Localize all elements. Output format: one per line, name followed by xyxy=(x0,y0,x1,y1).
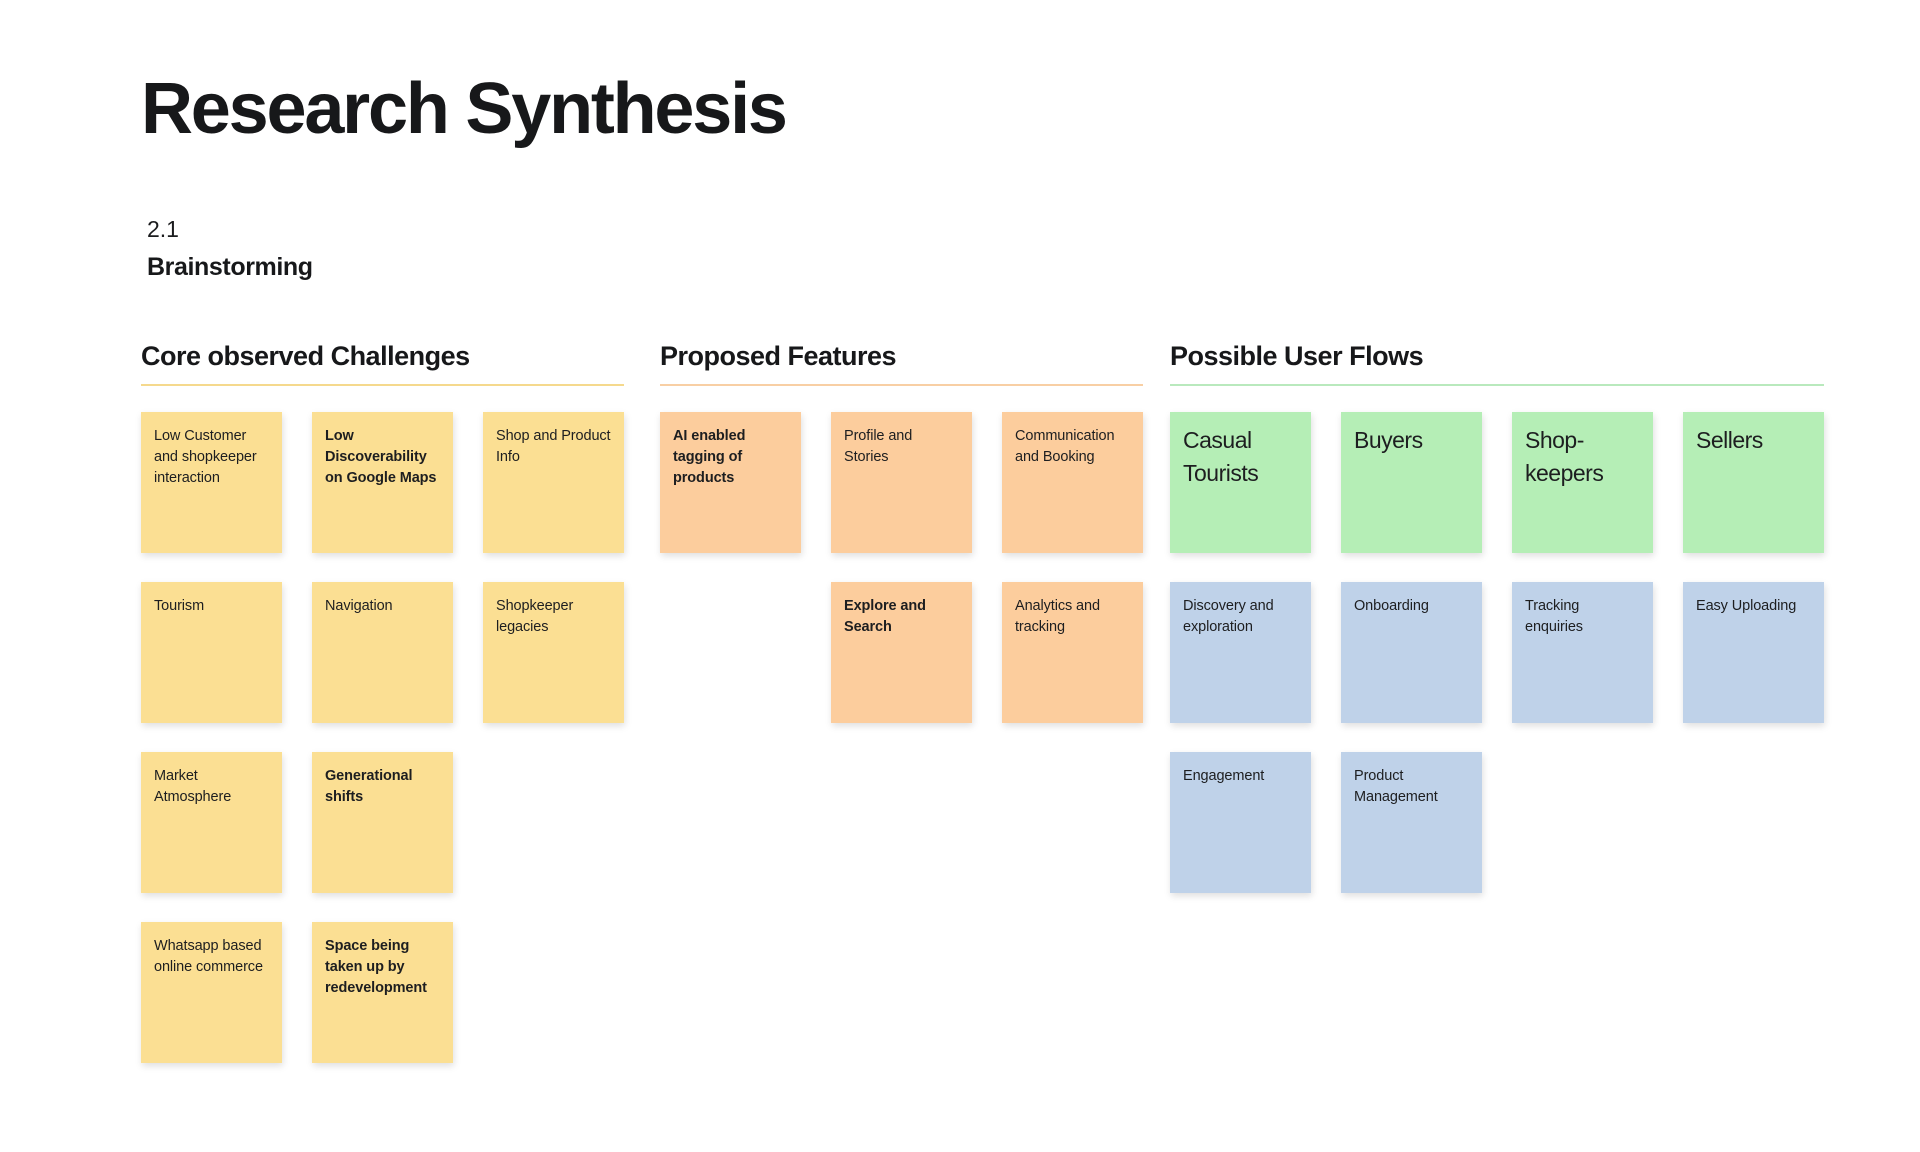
sticky-note[interactable]: Easy Uploading xyxy=(1683,582,1824,723)
column-heading: Core observed Challenges xyxy=(141,341,470,371)
page-title: Research Synthesis xyxy=(141,69,788,149)
empty-slot xyxy=(1512,752,1653,893)
sticky-note[interactable]: Onboarding xyxy=(1341,582,1482,723)
sticky-note[interactable]: Low Discoverability on Google Maps xyxy=(312,412,453,553)
column-divider xyxy=(141,384,624,387)
sticky-note[interactable]: Low Customer and shopkeeper interaction xyxy=(141,412,282,553)
empty-slot xyxy=(483,752,624,893)
empty-slot xyxy=(660,582,801,723)
section-number: 2.1 xyxy=(147,216,179,242)
sticky-note[interactable]: Communication and Booking xyxy=(1002,412,1143,553)
sticky-note[interactable]: Tourism xyxy=(141,582,282,723)
column-heading: Possible User Flows xyxy=(1170,341,1424,371)
sticky-note[interactable]: Space being taken up by redevelopment xyxy=(312,922,453,1063)
sticky-note[interactable]: Generational shifts xyxy=(312,752,453,893)
column-divider xyxy=(660,384,1143,387)
sticky-note[interactable]: Discovery and exploration xyxy=(1170,582,1311,723)
sticky-note[interactable]: AI enabled tagging of products xyxy=(660,412,801,553)
empty-slot xyxy=(1683,752,1824,893)
sticky-note[interactable]: Engagement xyxy=(1170,752,1311,893)
sticky-note[interactable]: Explore and Search xyxy=(831,582,972,723)
sticky-note[interactable]: Shop-keepers xyxy=(1512,412,1653,553)
sticky-note[interactable]: Market Atmosphere xyxy=(141,752,282,893)
sticky-note[interactable]: Profile and Stories xyxy=(831,412,972,553)
column-divider xyxy=(1170,384,1824,387)
column-heading: Proposed Features xyxy=(660,341,897,371)
sticky-note[interactable]: Whatsapp based online commerce xyxy=(141,922,282,1063)
section-name: Brainstorming xyxy=(147,253,313,281)
sticky-note[interactable]: Shop and Product Info xyxy=(483,412,624,553)
sticky-note[interactable]: Buyers xyxy=(1341,412,1482,553)
empty-slot xyxy=(483,922,624,1063)
sticky-note[interactable]: Navigation xyxy=(312,582,453,723)
sticky-note[interactable]: Analytics and tracking xyxy=(1002,582,1143,723)
column-proposed-features: Proposed Features AI enabled tagging of p… xyxy=(660,340,1143,723)
sticky-note[interactable]: Tracking enquiries xyxy=(1512,582,1653,723)
sticky-note[interactable]: Casual Tourists xyxy=(1170,412,1311,553)
sticky-note[interactable]: Sellers xyxy=(1683,412,1824,553)
sticky-note[interactable]: Shopkeeper legacies xyxy=(483,582,624,723)
sticky-note[interactable]: Product Management xyxy=(1341,752,1482,893)
